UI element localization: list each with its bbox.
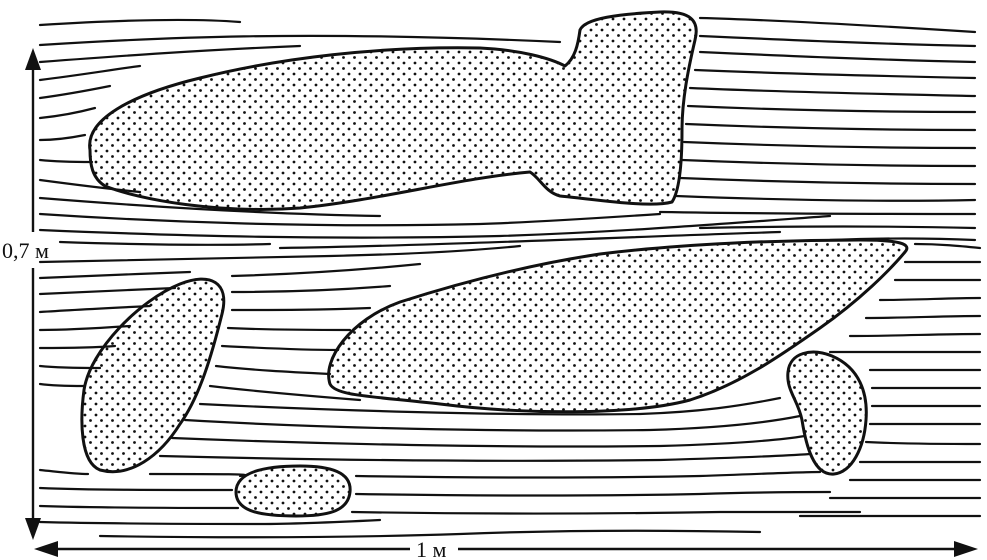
horizontal-dimension: 1 м <box>34 537 978 560</box>
horizontal-dimension-label: 1 м <box>416 537 447 560</box>
right-small-lens <box>788 352 867 474</box>
arrow-right-icon <box>954 541 978 557</box>
arrow-left-icon <box>34 541 58 557</box>
vertical-dimension-label: 0,7 м <box>2 238 49 263</box>
fish-shaped-lens <box>90 12 697 210</box>
arrow-down-icon <box>25 518 41 540</box>
bottom-small-lens <box>236 466 350 516</box>
arrow-up-icon <box>25 48 41 70</box>
